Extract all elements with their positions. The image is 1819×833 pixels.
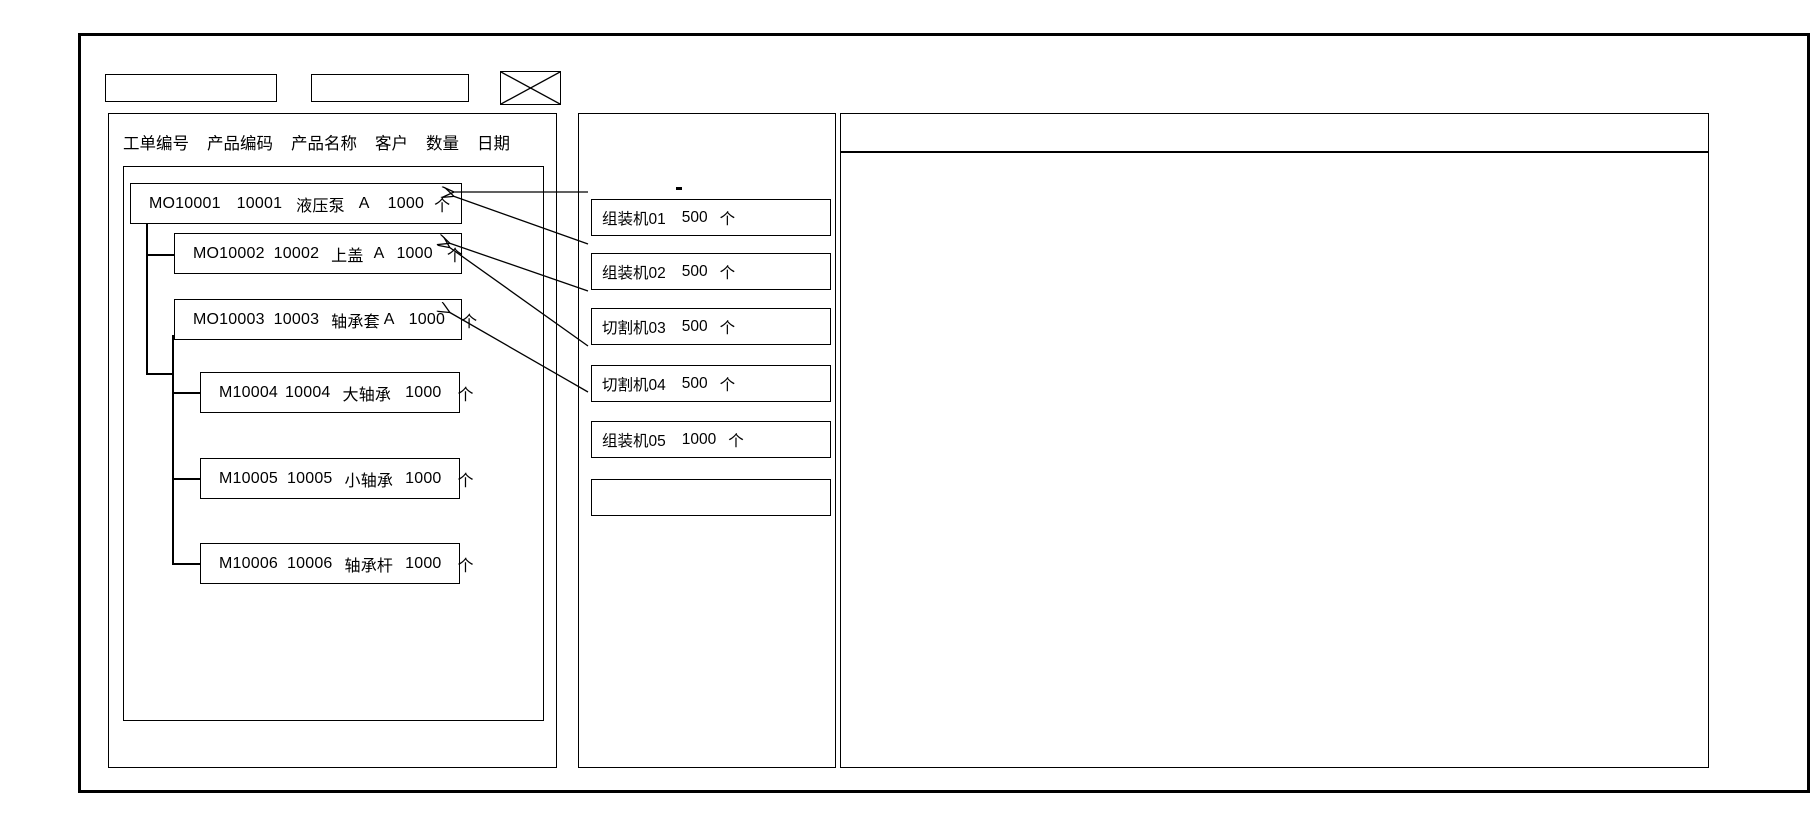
column-header-qty: 数量: [426, 135, 459, 153]
crossed-box-icon-glyph: [501, 72, 560, 104]
work-order-column-headers: 工单编号 产品编码 产品名称 客户 数量 日期: [109, 130, 556, 154]
cell-product-name: 液压泵: [296, 197, 345, 215]
cell-product-name: 轴承套: [331, 313, 380, 331]
machine-name: 组装机05: [602, 432, 666, 450]
cell-customer: A: [383, 310, 395, 328]
column-header-order-no: 工单编号: [123, 135, 189, 153]
cell-product-code: 10005: [287, 469, 333, 487]
machine-row[interactable]: 组装机05 1000 个: [591, 421, 831, 458]
cell-order-no: MO10003: [193, 310, 265, 328]
machine-row[interactable]: 切割机03 500 个: [591, 308, 831, 345]
cell-product-code: 10003: [273, 310, 320, 328]
column-header-product-name: 产品名称: [291, 135, 357, 153]
machine-qty: 500: [681, 317, 708, 335]
cell-product-code: 10002: [273, 244, 320, 262]
cell-unit: 个: [461, 313, 478, 331]
cell-product-code: 10001: [236, 194, 283, 212]
detail-panel: [840, 113, 1709, 768]
detail-panel-header-divider: [841, 151, 1708, 153]
machine-name: 切割机03: [602, 319, 666, 337]
tree-connector-root: [146, 217, 174, 375]
cell-order-no: MO10002: [193, 244, 265, 262]
machine-name: 组装机02: [602, 264, 666, 282]
cell-unit: 个: [446, 247, 464, 265]
cell-unit: 个: [457, 386, 474, 404]
dash-marker-icon: [676, 187, 682, 190]
machine-row[interactable]: 组装机01 500 个: [591, 199, 831, 236]
machine-unit: 个: [719, 376, 736, 394]
machine-qty: 1000: [681, 430, 717, 448]
cell-order-no: M10004: [219, 383, 279, 401]
machine-row-empty[interactable]: [591, 479, 831, 516]
crossed-box-icon[interactable]: [500, 71, 561, 105]
machine-qty: 500: [681, 262, 708, 280]
machine-qty: 500: [681, 208, 708, 226]
work-order-panel: 工单编号 产品编码 产品名称 客户 数量 日期 MO10001: [108, 113, 557, 768]
work-order-row[interactable]: MO10001 10001 液压泵 A 1000 个: [130, 183, 462, 224]
machine-row[interactable]: 切割机04 500 个: [591, 365, 831, 402]
machine-row[interactable]: 组装机02 500 个: [591, 253, 831, 290]
machine-allocation-panel: 组装机01 500 个 组装机02 500 个 切割机03 500 个 切割机0…: [578, 113, 836, 768]
column-header-date: 日期: [477, 135, 510, 153]
cell-qty: 1000: [387, 194, 425, 212]
cell-product-code: 10004: [285, 383, 331, 401]
cell-product-name: 轴承杆: [344, 557, 394, 575]
cell-qty: 1000: [396, 244, 433, 262]
work-order-row[interactable]: M10005 10005 小轴承 1000 个: [200, 458, 474, 499]
cell-product-name: 上盖: [331, 247, 364, 265]
cell-qty: 1000: [405, 383, 442, 401]
cell-customer: A: [373, 244, 385, 262]
work-order-row[interactable]: MO10003 10003 轴承套 A 1000 个: [174, 299, 477, 340]
machine-unit: 个: [719, 210, 736, 228]
cell-unit: 个: [457, 472, 474, 490]
cell-unit: 个: [434, 197, 451, 215]
cell-qty: 1000: [405, 554, 442, 572]
machine-qty: 500: [681, 374, 708, 392]
cell-product-name: 小轴承: [344, 472, 394, 490]
cell-qty: 1000: [408, 310, 446, 328]
cell-unit: 个: [457, 557, 474, 575]
cell-qty: 1000: [405, 469, 442, 487]
work-order-tree: MO10001 10001 液压泵 A 1000 个 MO10002 10002…: [123, 166, 544, 721]
tree-connector-branch: [172, 335, 200, 565]
cell-customer: A: [358, 194, 370, 212]
work-order-row[interactable]: MO10002 10002 上盖 A 1000 个: [174, 233, 464, 274]
work-order-row[interactable]: M10004 10004 大轴承 1000 个: [200, 372, 474, 413]
machine-unit: 个: [728, 432, 744, 450]
machine-name: 组装机01: [602, 210, 666, 228]
column-header-product-code: 产品编码: [207, 135, 273, 153]
toolbar-input-1[interactable]: [105, 74, 277, 102]
cell-product-name: 大轴承: [342, 386, 392, 404]
cell-order-no: M10005: [219, 469, 279, 487]
machine-unit: 个: [719, 319, 736, 337]
machine-name: 切割机04: [602, 376, 666, 394]
cell-product-code: 10006: [287, 554, 333, 572]
machine-unit: 个: [719, 264, 736, 282]
column-header-customer: 客户: [375, 135, 408, 153]
work-order-row[interactable]: M10006 10006 轴承杆 1000 个: [200, 543, 474, 584]
toolbar-input-2[interactable]: [311, 74, 469, 102]
cell-order-no: MO10001: [149, 194, 221, 212]
cell-order-no: M10006: [219, 554, 279, 572]
